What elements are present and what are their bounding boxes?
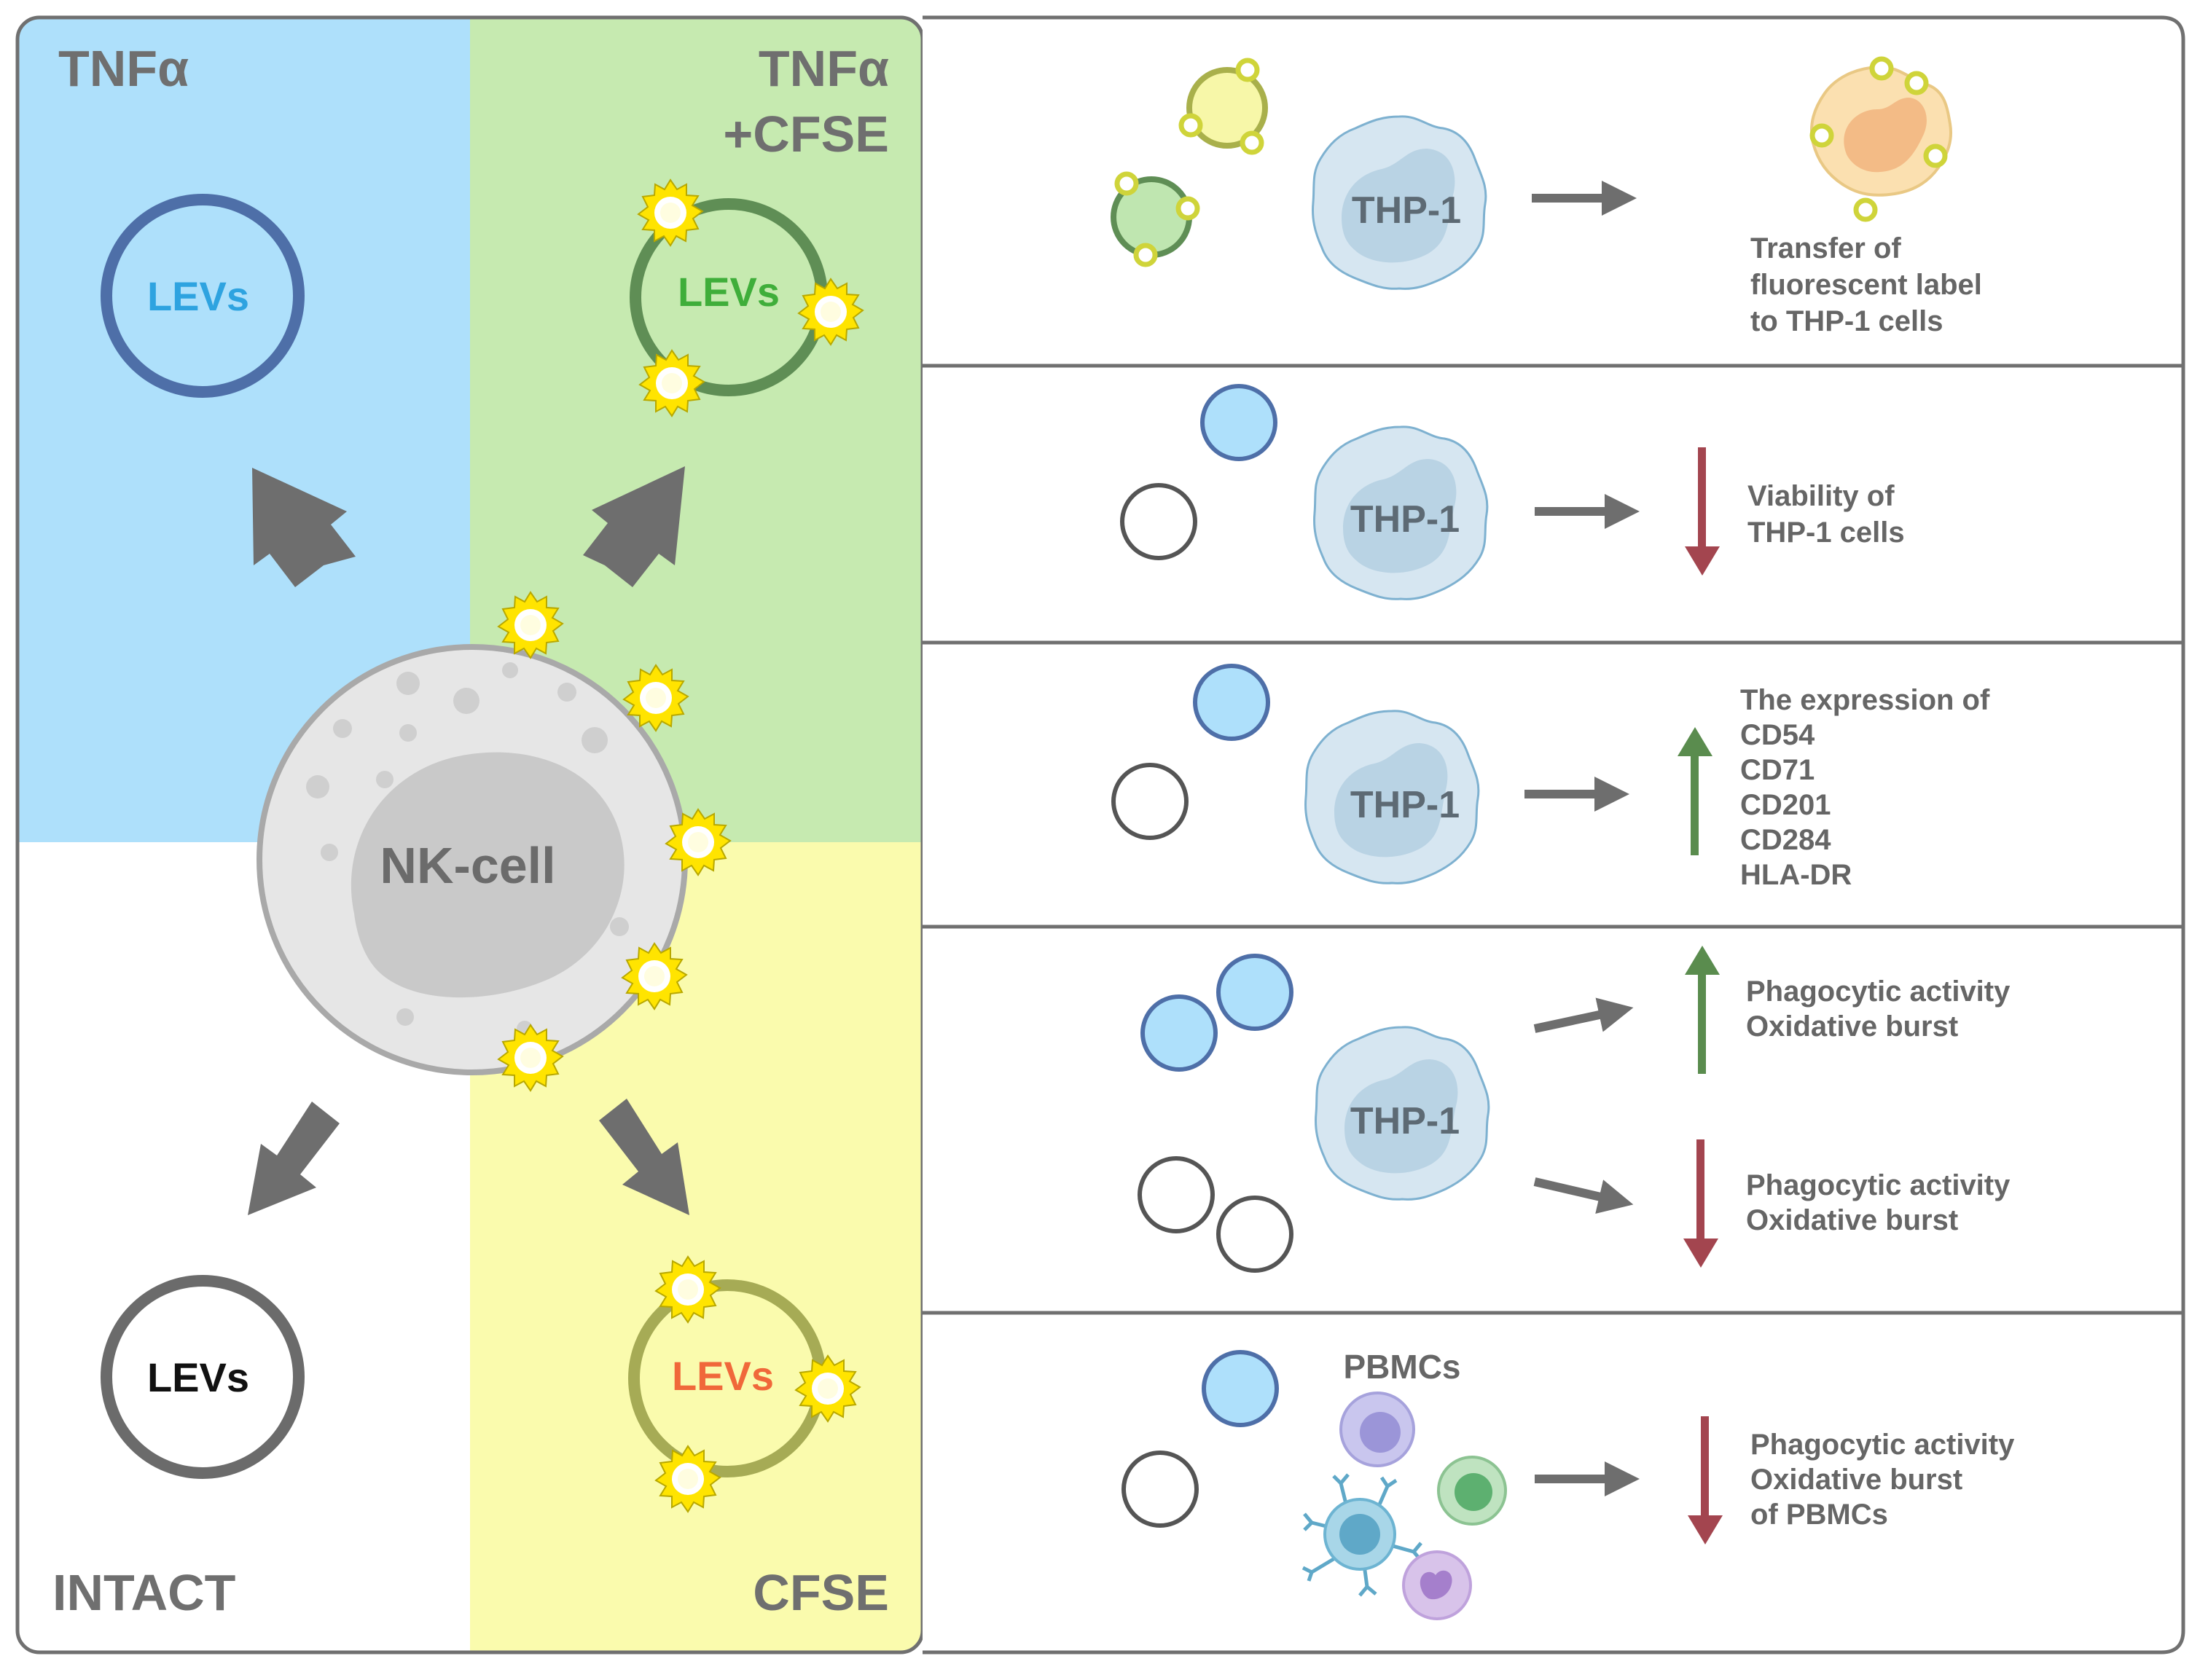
lev-tnf-ring [101,194,305,398]
label-tnf-cfse-line1: TNFα [759,40,889,97]
outcome-line: Phagocytic activity [1746,976,2011,1008]
row-viability: THP-1 Viability of THP-1 cells [1120,384,1905,600]
arrow-to-intact-icon [248,1102,340,1215]
outcome-line: Oxidative burst [1746,1010,1958,1043]
direction-arrows [248,466,689,1215]
labeled-thp1-cell-icon [1809,56,1952,222]
pbmc-lymphocyte-icon [1339,1392,1415,1467]
outcome-line: HLA-DR [1740,859,1852,891]
row-expression: THP-1 The expression of CD54 CD71 CD201 … [1111,664,1990,891]
outcome-line: The expression of [1740,684,1990,716]
thp1-label: THP-1 [1352,189,1461,232]
row-phagocytic-pbmc: PBMCs [1121,1348,2015,1620]
pbmc-neutrophil-icon [1402,1550,1472,1620]
left-panel: TNFα TNFα +CFSE INTACT CFSE LEVs LEVs LE… [15,15,925,1655]
row-dividers [923,364,2183,1315]
nk-cell-label: NK-cell [380,837,555,894]
arrow-to-tnf-icon [252,468,356,587]
outcome-line: Phagocytic activity [1746,1169,2011,1201]
right-panel-border [923,15,2185,1655]
lev-tnf-small-icon [1200,384,1277,461]
arrow-to-tnf-cfse-icon [583,466,685,587]
pbmc-label: PBMCs [1343,1348,1460,1386]
outcome-line: Transfer of [1750,232,1901,264]
lev-cfse: LEVs [628,1256,861,1512]
row-arrow-icon [1533,997,1634,1033]
outcome-line: CD54 [1740,719,1815,751]
lev-tnf: LEVs [101,194,305,398]
pbmc-dendritic-icon [1301,1473,1422,1597]
outcome-line: Oxidative burst [1750,1464,1962,1496]
lev-intact: LEVs [101,1275,305,1479]
label-tnf-cfse-line2: +CFSE [723,106,889,162]
lev-tnf-cfse: LEVs [630,179,864,417]
outcome-line: Phagocytic activity [1750,1429,2015,1461]
outcome-line: CD284 [1740,824,1831,856]
lev-labeled-green-icon [1111,171,1200,267]
outcome-line: CD201 [1740,789,1831,821]
row-label-transfer: THP-1 Transfer of fluorescent label to T… [1111,56,1982,337]
label-tnf: TNFα [58,40,189,97]
lev-intact-small-icon [1216,1196,1293,1273]
arrow-down-icon [1683,1139,1718,1268]
nk-cell: NK-cell [257,644,688,1075]
lev-cfse-label: LEVs [672,1353,774,1399]
outcome-line: Viability of [1747,480,1895,512]
lev-labeled-yellow-icon [1178,58,1268,155]
nk-cell-nucleus [351,752,625,998]
thp1-label: THP-1 [1350,1100,1460,1142]
arrow-to-cfse-icon [599,1099,689,1215]
outcome-line: Oxidative burst [1746,1204,1958,1236]
lev-tnf-small-icon [1216,954,1293,1031]
arrow-up-icon [1685,946,1720,1074]
lev-intact-small-icon [1111,763,1189,840]
lev-intact-ring [101,1275,305,1479]
lev-intact-label: LEVs [147,1354,249,1400]
label-cfse: CFSE [753,1564,889,1621]
arrow-down-icon [1688,1416,1723,1544]
lev-tnf-small-icon [1202,1350,1279,1427]
outcome-line: of PBMCs [1750,1499,1888,1531]
outcome-line: CD71 [1740,754,1815,786]
nk-cell-granules [306,662,629,1037]
thp1-label: THP-1 [1350,498,1460,541]
outcome-line: to THP-1 cells [1750,305,1943,337]
pbmc-monocyte-icon [1437,1456,1507,1526]
lev-tnf-small-icon [1140,994,1218,1072]
outcome-line: fluorescent label [1750,269,1982,301]
right-panel: THP-1 Transfer of fluorescent label to T… [923,15,2185,1655]
outcome-line: THP-1 cells [1747,517,1905,549]
lev-tnf-cfse-label: LEVs [678,269,780,315]
lev-intact-small-icon [1138,1156,1215,1233]
arrow-down-icon [1685,447,1720,576]
lev-intact-small-icon [1121,1451,1199,1528]
row-arrow-icon [1533,1177,1634,1214]
thp1-label: THP-1 [1350,784,1460,826]
lev-tnf-label: LEVs [147,273,249,319]
lev-intact-small-icon [1120,483,1197,560]
row-phagocytic-thp1: THP-1 Phagocytic activity Oxidative burs… [1138,946,2011,1273]
lev-tnf-small-icon [1193,664,1270,741]
label-intact: INTACT [52,1564,235,1621]
arrow-up-icon [1678,727,1712,855]
